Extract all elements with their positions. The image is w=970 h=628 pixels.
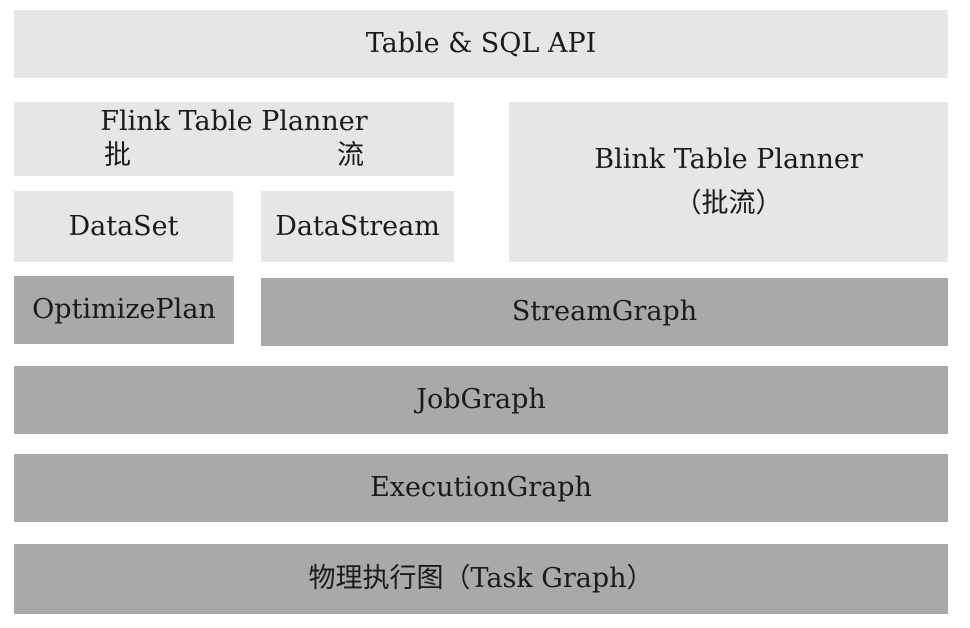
jobgraph-label: JobGraph xyxy=(416,384,546,416)
table-sql-api-label: Table & SQL API xyxy=(365,28,597,60)
flink-planner-title: Flink Table Planner xyxy=(100,106,368,138)
streamgraph-label: StreamGraph xyxy=(511,296,698,328)
optimizeplan-label: OptimizePlan xyxy=(32,294,216,326)
table-sql-api-layer: Table & SQL API xyxy=(14,10,948,78)
flink-planner-batch-label: 批 xyxy=(104,140,131,171)
dataset-layer: DataSet xyxy=(14,191,233,262)
blink-planner-title: Blink Table Planner xyxy=(594,144,863,176)
datastream-label: DataStream xyxy=(275,210,440,242)
executiongraph-label: ExecutionGraph xyxy=(370,472,592,504)
flink-planner-modes: 批 流 xyxy=(84,139,384,173)
flink-table-planner-layer: Flink Table Planner 批 流 xyxy=(14,102,454,176)
blink-table-planner-layer: Blink Table Planner （批流） xyxy=(509,102,948,262)
blink-planner-subtitle: （批流） xyxy=(674,188,783,219)
physical-execution-graph-label: 物理执行图（Task Graph） xyxy=(308,563,654,595)
flink-planner-stream-label: 流 xyxy=(337,140,364,171)
optimizeplan-layer: OptimizePlan xyxy=(14,276,234,344)
jobgraph-layer: JobGraph xyxy=(14,366,948,434)
streamgraph-layer: StreamGraph xyxy=(261,278,948,346)
datastream-layer: DataStream xyxy=(261,191,454,262)
dataset-label: DataSet xyxy=(68,210,179,242)
executiongraph-layer: ExecutionGraph xyxy=(14,454,948,522)
physical-execution-graph-layer: 物理执行图（Task Graph） xyxy=(14,544,948,614)
